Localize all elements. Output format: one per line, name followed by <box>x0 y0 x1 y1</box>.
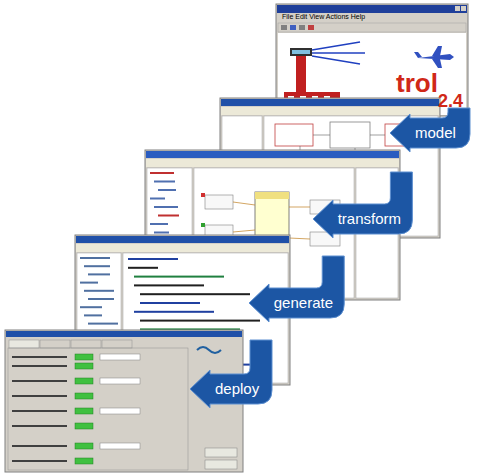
tree-stroke <box>84 290 114 292</box>
arrow-shape <box>249 256 344 322</box>
code-line <box>128 267 158 269</box>
status-indicator <box>75 393 93 399</box>
process-arrow: transform <box>313 172 412 238</box>
arrow-body <box>190 340 272 408</box>
code-line <box>134 284 204 286</box>
tree-stroke <box>88 273 110 275</box>
step-label: generate <box>274 288 333 318</box>
arrow-body <box>249 256 344 322</box>
code-line <box>140 320 260 322</box>
tree-stroke <box>154 232 169 234</box>
tree-stroke <box>154 206 178 208</box>
step-label: deploy <box>215 374 259 404</box>
tree-stroke <box>150 223 168 225</box>
status-indicator <box>75 354 93 360</box>
process-arrow: deploy <box>190 340 272 408</box>
dialog-text-stroke <box>12 425 67 427</box>
status-indicator <box>75 443 93 449</box>
process-arrow: model <box>390 108 470 152</box>
code-line <box>140 302 200 304</box>
status-indicator <box>75 363 93 369</box>
status-indicator <box>75 408 93 414</box>
step-label: transform <box>338 204 401 234</box>
menu-bar-text: File Edit View Actions Help <box>282 13 365 20</box>
arrow-body <box>390 108 470 152</box>
tree-stroke <box>84 314 102 316</box>
dialog-text-stroke <box>12 395 67 397</box>
arrow-shape <box>313 172 412 238</box>
process-arrow: generate <box>249 256 344 322</box>
tree-stroke <box>80 257 110 259</box>
step-label: model <box>415 118 456 148</box>
input-field <box>100 354 140 360</box>
arrow-body <box>313 172 412 238</box>
status-indicator <box>75 378 93 384</box>
status-indicator <box>75 458 93 464</box>
tree-stroke <box>158 189 176 191</box>
code-line <box>128 258 178 260</box>
tree-stroke <box>80 306 102 308</box>
code-line <box>140 293 250 295</box>
tree-stroke <box>88 298 114 300</box>
input-field <box>100 443 140 449</box>
code-line <box>134 311 214 313</box>
code-line <box>134 276 224 278</box>
dialog-text-stroke <box>12 445 67 447</box>
tree-stroke <box>158 215 179 217</box>
tree-stroke <box>84 265 110 267</box>
dialog-text-stroke <box>12 380 67 382</box>
tree-stroke <box>80 282 98 284</box>
input-field <box>100 408 140 414</box>
dialog-text-stroke <box>12 356 67 358</box>
app-logo-text: trol <box>396 70 438 96</box>
tree-stroke <box>150 172 174 174</box>
tree-stroke <box>154 181 175 183</box>
version-number: 2.4 <box>438 92 463 110</box>
status-indicator <box>75 423 93 429</box>
tree-stroke <box>88 323 118 325</box>
tree-stroke <box>150 198 165 200</box>
arrow-shape <box>190 340 272 408</box>
dialog-text-stroke <box>12 460 67 462</box>
dialog-text-stroke <box>12 410 67 412</box>
dialog-text-stroke <box>12 365 67 367</box>
input-field <box>100 378 140 384</box>
